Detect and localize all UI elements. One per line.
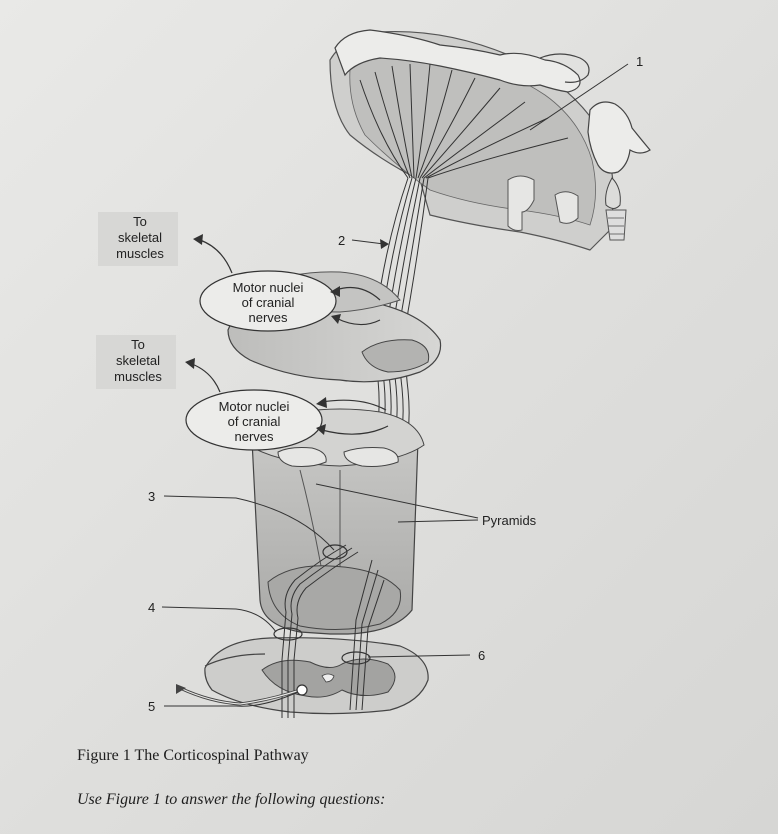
label-number-4: 4 <box>148 600 155 615</box>
leader-2 <box>351 239 385 245</box>
motor-nuclei-1-line2: of cranial <box>242 295 295 310</box>
label-number-5: 5 <box>148 699 155 714</box>
leader-lines <box>161 63 629 707</box>
anterior-tract <box>349 559 385 711</box>
spinal-nerve-inner <box>179 687 301 705</box>
motor-nuclei-callout-2: Motor nuclei of cranial nerves <box>185 389 323 451</box>
cerebral-peduncle <box>361 339 430 373</box>
leader-pyramids-b <box>397 519 479 523</box>
question-instruction: Use Figure 1 to answer the following que… <box>77 791 386 808</box>
label-number-1: 1 <box>636 54 643 69</box>
pyramid-left <box>277 447 327 467</box>
motor-nuclei-1-line3: nerves <box>248 310 288 325</box>
ventricle-2 <box>554 191 579 224</box>
motor-nuclei-2-line2: of cranial <box>228 414 281 429</box>
cortical-fibers <box>359 63 569 179</box>
to-skeletal-muscles-1: To skeletal muscles <box>98 212 178 266</box>
to-skeletal-1-line3: muscles <box>116 246 164 261</box>
ventricle <box>507 175 535 231</box>
motor-nuclei-1-line1: Motor nuclei <box>233 280 304 295</box>
label-number-2: 2 <box>338 233 345 248</box>
lateral-tract-cuff <box>273 627 303 641</box>
leader-5 <box>164 691 299 707</box>
leader-6 <box>367 654 471 658</box>
motor-nuclei-callout-1: Motor nuclei of cranial nerves <box>199 270 337 332</box>
efferent-arrows <box>185 234 389 435</box>
to-skeletal-muscles-2: To skeletal muscles <box>96 335 176 389</box>
to-skeletal-2-line3: muscles <box>114 369 162 384</box>
anterior-tract-cuff <box>341 651 371 665</box>
motor-nuclei-2-line3: nerves <box>234 429 274 444</box>
cerebral-cortex-section <box>329 29 651 251</box>
to-skeletal-1-line1: To <box>133 214 147 229</box>
to-skeletal-2-line1: To <box>131 337 145 352</box>
leader-3 <box>163 495 335 551</box>
decussation-region <box>267 565 402 631</box>
central-canal <box>321 673 335 683</box>
nerve-ending <box>176 684 186 694</box>
homunculus-face <box>587 101 651 174</box>
to-skeletal-2-line2: skeletal <box>116 353 160 368</box>
homunculus-hand <box>539 53 590 83</box>
larynx <box>605 209 627 241</box>
pyramid-right <box>343 447 399 467</box>
label-number-6: 6 <box>478 648 485 663</box>
pyramids-label: Pyramids <box>482 513 537 528</box>
motor-neuron <box>296 684 308 696</box>
leader-1 <box>529 63 629 131</box>
motor-nuclei-2-line1: Motor nuclei <box>219 399 290 414</box>
leader-pyramids-a <box>315 483 479 519</box>
to-skeletal-1-line2: skeletal <box>118 230 162 245</box>
homunculus-tongue <box>605 177 621 209</box>
leader-4 <box>161 606 277 633</box>
crossing-cuff <box>322 544 348 560</box>
crossing-fibers <box>284 544 359 619</box>
label-number-3: 3 <box>148 489 155 504</box>
figure-caption: Figure 1 The Corticospinal Pathway <box>77 747 309 764</box>
dorsal-root <box>204 653 266 667</box>
